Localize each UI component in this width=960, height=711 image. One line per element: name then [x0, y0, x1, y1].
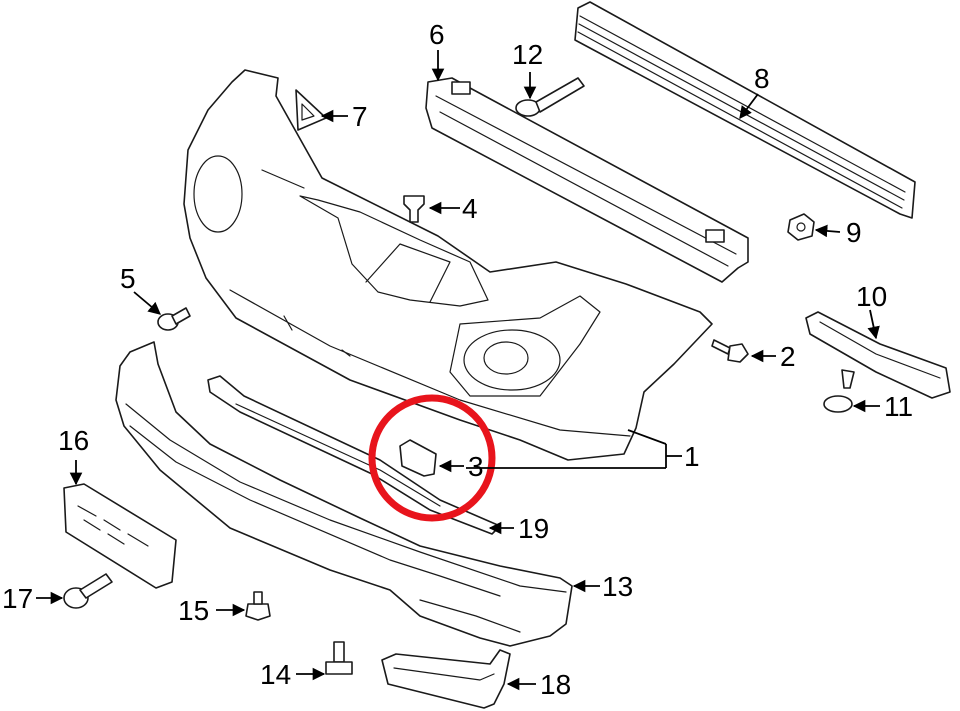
callout-6: 6: [429, 19, 445, 50]
part-15-clip: [245, 591, 271, 621]
callout-18: 18: [540, 669, 571, 700]
part-13-lower-valance: [115, 341, 573, 647]
callout-2: 2: [780, 341, 796, 372]
callout-19: 19: [518, 513, 549, 544]
callout-labels: 1 2 3 4 5 6 7 8 9 10 11 12 13 14 15 16 1…: [2, 19, 913, 700]
callout-16: 16: [58, 425, 89, 456]
leader-lines: [36, 50, 880, 691]
callout-17: 17: [2, 583, 33, 614]
callout-11: 11: [884, 391, 913, 422]
part-2-bolt: [711, 339, 749, 363]
callout-8: 8: [754, 63, 770, 94]
part-17-bolt: [63, 573, 113, 609]
part-9-nut: [787, 213, 815, 241]
part-5-bolt: [157, 307, 191, 331]
part-18-lower-side-cover: [381, 649, 511, 709]
callout-13: 13: [602, 571, 633, 602]
part-4-push-clip: [403, 195, 425, 223]
part-1-bumper-cover: [183, 69, 713, 461]
part-6-energy-absorber: [425, 77, 749, 283]
part-16-plate-bracket: [63, 483, 177, 589]
callout-7: 7: [352, 101, 368, 132]
part-7-bracket: [295, 89, 327, 131]
callout-10: 10: [856, 281, 887, 312]
part-10-side-bracket: [805, 311, 951, 399]
callout-5: 5: [120, 263, 136, 294]
callout-4: 4: [462, 193, 478, 224]
callout-3: 3: [468, 451, 484, 482]
part-11-grommet: [823, 369, 855, 413]
callout-1: 1: [684, 441, 700, 472]
part-3-tow-hook-cover: [399, 439, 437, 477]
part-14-bolt: [325, 641, 353, 675]
callout-9: 9: [846, 217, 862, 248]
callout-14: 14: [260, 659, 291, 690]
part-12-tow-hook: [515, 77, 585, 117]
callout-15: 15: [178, 595, 209, 626]
callout-12: 12: [512, 39, 543, 70]
highlight-circle: [368, 394, 496, 522]
